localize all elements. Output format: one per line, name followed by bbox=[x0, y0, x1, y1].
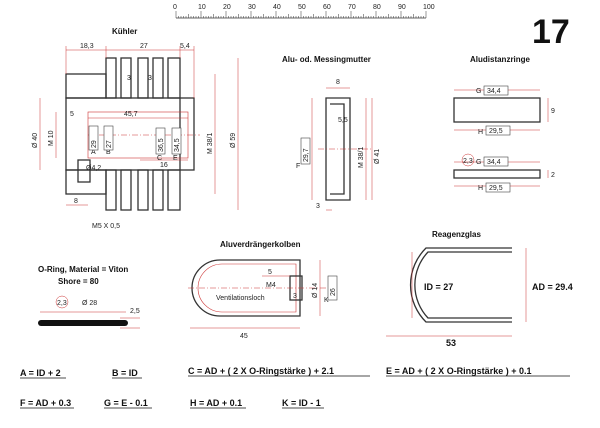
cooler-dim-27: 27 bbox=[140, 43, 148, 50]
cooler-dim-m38: M 38/1 bbox=[207, 132, 214, 154]
piston-dim-3: 3 bbox=[293, 293, 297, 300]
ruler-tick-label: 10 bbox=[198, 4, 206, 11]
cooler-value-e: 34,5 bbox=[174, 138, 181, 152]
cooler-value-a: 29 bbox=[91, 140, 98, 148]
cooler-dim-5-4: 5,4 bbox=[180, 43, 190, 50]
cooler-dim-m5: M5 X 0,5 bbox=[92, 223, 120, 230]
glass-drawing: Reagenzglas ID = 27 AD = 29.4 53 bbox=[386, 230, 573, 348]
spacer-label-g: G bbox=[476, 88, 481, 95]
oring-dim-2-3: 2,3 bbox=[57, 300, 67, 307]
nut-value-f: 29,7 bbox=[303, 148, 310, 162]
formula-c: C = AD + ( 2 X O-Ringstärke ) + 2.1 bbox=[188, 366, 334, 376]
piston-value-k: 26 bbox=[330, 288, 337, 296]
spacer-value-g2: 34,4 bbox=[487, 159, 501, 166]
cooler-dim-45-7: 45,7 bbox=[124, 111, 138, 118]
cooler-label-c: C bbox=[157, 155, 162, 162]
oring-dim-2-5: 2,5 bbox=[130, 308, 140, 315]
spacer-label-g2: G bbox=[476, 159, 481, 166]
formula-a: A = ID + 2 bbox=[20, 368, 61, 378]
ruler-tick-label: 70 bbox=[348, 4, 356, 11]
spacer-title: Aludistanzringe bbox=[470, 55, 531, 64]
ruler-tick-label: 40 bbox=[273, 4, 281, 11]
piston-title: Aluverdrängerkolben bbox=[220, 240, 301, 249]
spacer-value-g: 34,4 bbox=[487, 88, 501, 95]
glass-id-label: ID = 27 bbox=[424, 282, 453, 292]
nut-title: Alu- od. Messingmutter bbox=[282, 55, 371, 64]
formula-b: B = ID bbox=[112, 368, 138, 378]
cooler-label-b: B bbox=[106, 149, 111, 156]
formula-h: H = AD + 0.1 bbox=[190, 398, 242, 408]
glass-title: Reagenzglas bbox=[432, 230, 481, 239]
nut-label-f: F bbox=[296, 163, 300, 170]
cooler-dim-d40: Ø 40 bbox=[32, 133, 39, 148]
page-number: 17 bbox=[532, 13, 570, 51]
cooler-dim-18-3: 18,3 bbox=[80, 43, 94, 50]
cooler-dim-d59: Ø 59 bbox=[230, 133, 237, 148]
nut-dim-m38: M 38/1 bbox=[358, 146, 365, 168]
formula-list: A = ID + 2 B = ID C = AD + ( 2 X O-Rings… bbox=[20, 366, 570, 409]
spacer-value-h: 29,5 bbox=[489, 128, 503, 135]
cooler-value-c: 36,5 bbox=[158, 138, 165, 152]
spacer-dim-2-3: 2,3 bbox=[463, 158, 473, 165]
spacer-drawing: Aludistanzringe G 34,4 H 29,5 9 2 2,3 G … bbox=[453, 55, 555, 193]
ruler-tick-label: 0 bbox=[173, 4, 177, 11]
oring-shore: Shore = 80 bbox=[58, 277, 99, 286]
nut-drawing: Alu- od. Messingmutter 8 5,5 F 29,7 M 38… bbox=[282, 55, 381, 211]
spacer-dim-9: 9 bbox=[551, 108, 555, 115]
nut-dim-d41: Ø 41 bbox=[374, 149, 381, 164]
ruler-tick-label: 90 bbox=[398, 4, 406, 11]
formula-f: F = AD + 0.3 bbox=[20, 398, 71, 408]
formula-k: K = ID - 1 bbox=[282, 398, 321, 408]
cooler-dim-3b: 3 bbox=[148, 75, 152, 82]
spacer-dim-2: 2 bbox=[551, 172, 555, 179]
ruler-tick-label: 100 bbox=[423, 4, 435, 11]
ruler-tick-label: 80 bbox=[373, 4, 381, 11]
piston-drawing: Aluverdrängerkolben 5 M4 3 Ventilationsl… bbox=[188, 240, 338, 340]
cooler-label-e: E bbox=[173, 155, 178, 162]
cooler-title: Kühler bbox=[112, 27, 137, 36]
cooler-drawing: Kühler 18,3 bbox=[32, 27, 239, 230]
nut-dim-8: 8 bbox=[336, 79, 340, 86]
oring-title: O-Ring, Material = Viton bbox=[38, 265, 128, 274]
spacer-label-h2: H bbox=[478, 185, 483, 192]
spacer-value-h2: 29,5 bbox=[489, 185, 503, 192]
cooler-dim-d4-2: Ø4,2 bbox=[86, 165, 101, 172]
glass-ad-label: AD = 29.4 bbox=[532, 282, 573, 292]
piston-dim-5: 5 bbox=[268, 269, 272, 276]
cooler-dim-8: 8 bbox=[74, 198, 78, 205]
glass-length-label: 53 bbox=[446, 338, 456, 348]
ruler-tick-label: 50 bbox=[298, 4, 306, 11]
ruler-tick-label: 20 bbox=[223, 4, 231, 11]
scale-ruler: 0 10 20 30 40 50 60 70 80 90 100 bbox=[173, 4, 435, 19]
cooler-dim-m10: M 10 bbox=[48, 130, 55, 146]
cooler-value-b: 27 bbox=[106, 140, 113, 148]
piston-label-k: K bbox=[324, 297, 329, 304]
cooler-dim-3a: 3 bbox=[127, 75, 131, 82]
cooler-dim-16: 16 bbox=[160, 162, 168, 169]
piston-dim-45: 45 bbox=[240, 333, 248, 340]
nut-dim-3: 3 bbox=[316, 203, 320, 210]
ruler-tick-label: 30 bbox=[248, 4, 256, 11]
piston-dim-m4: M4 bbox=[266, 282, 276, 289]
piston-vent-label: Ventilationsloch bbox=[216, 295, 265, 302]
formula-e: E = AD + ( 2 X O-Ringstärke ) + 0.1 bbox=[386, 366, 531, 376]
spacer-label-h: H bbox=[478, 129, 483, 136]
cooler-label-a: A bbox=[91, 149, 96, 156]
ruler-tick-label: 60 bbox=[323, 4, 331, 11]
formula-g: G = E - 0.1 bbox=[104, 398, 148, 408]
cooler-dim-5: 5 bbox=[70, 111, 74, 118]
oring-dim-d28: Ø 28 bbox=[82, 300, 97, 307]
nut-dim-5-5: 5,5 bbox=[338, 117, 348, 124]
oring-drawing: O-Ring, Material = Viton Shore = 80 2,3 … bbox=[38, 265, 140, 329]
piston-dim-d14: Ø 14 bbox=[312, 283, 319, 298]
